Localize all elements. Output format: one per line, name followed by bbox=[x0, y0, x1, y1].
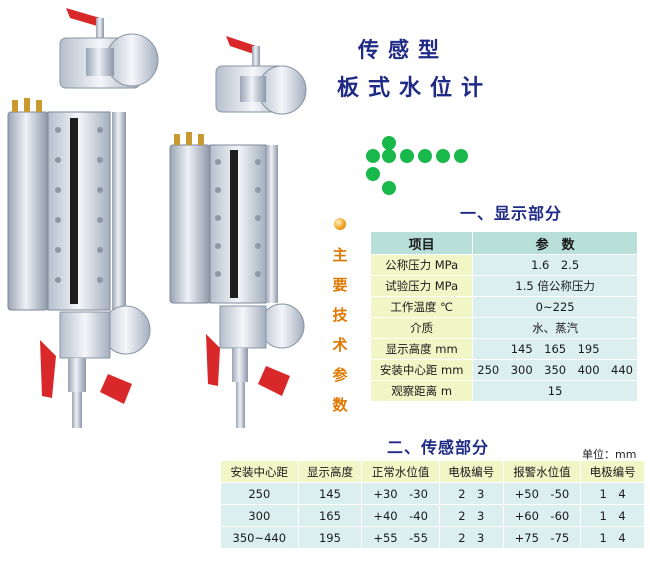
row-label: 工作温度 ℃ bbox=[369, 296, 474, 318]
table-row: 公称压力 MPa 1.6 2.5 bbox=[369, 254, 638, 276]
table-header-row: 项目 参 数 bbox=[369, 231, 638, 255]
table-row: 350~440 195 +55 -55 2 3 +75 -75 1 4 bbox=[220, 526, 645, 549]
product-illustration bbox=[7, 8, 307, 428]
table-row: 工作温度 ℃ 0~225 bbox=[369, 296, 638, 318]
row-label: 观察距离 m bbox=[369, 380, 474, 402]
row-label: 安装中心距 mm bbox=[369, 359, 474, 381]
row-label: 试验压力 MPa bbox=[369, 275, 474, 297]
section-display-title: 一、显示部分 bbox=[460, 204, 563, 223]
vertical-char: 数 bbox=[332, 396, 348, 414]
row-value: 250 300 350 400 440 bbox=[472, 359, 638, 381]
table-cell: 165 bbox=[297, 504, 363, 527]
table-cell: 2 3 bbox=[438, 526, 504, 549]
header-cell: 显示高度 bbox=[297, 460, 363, 483]
table-cell: 1 4 bbox=[580, 482, 645, 505]
table-cell: +40 -40 bbox=[361, 504, 440, 527]
display-spec-table: 项目 参 数 公称压力 MPa 1.6 2.5 试验压力 MPa 1.5 倍公称… bbox=[369, 231, 638, 402]
row-label: 显示高度 mm bbox=[369, 338, 474, 360]
bullet-icon bbox=[334, 218, 346, 230]
table-cell: +75 -75 bbox=[502, 526, 582, 549]
table-row: 300 165 +40 -40 2 3 +60 -60 1 4 bbox=[220, 504, 645, 527]
row-value: 145 165 195 bbox=[472, 338, 638, 360]
level-gauge-small bbox=[169, 36, 307, 428]
table-row: 介质 水、蒸汽 bbox=[369, 317, 638, 339]
vertical-label: 主 要 技 术 参 数 bbox=[326, 214, 354, 420]
table-cell: 195 bbox=[297, 526, 363, 549]
table-row: 显示高度 mm 145 165 195 bbox=[369, 338, 638, 360]
row-label: 公称压力 MPa bbox=[369, 254, 474, 276]
row-value: 1.6 2.5 bbox=[472, 254, 638, 276]
green-arrow-icon bbox=[366, 136, 468, 195]
header-item: 项目 bbox=[369, 231, 474, 255]
title-line-1: 传感型 bbox=[358, 38, 448, 62]
header-cell: 安装中心距 bbox=[220, 460, 299, 483]
table-row: 试验压力 MPa 1.5 倍公称压力 bbox=[369, 275, 638, 297]
vertical-char: 技 bbox=[332, 306, 348, 324]
vertical-char: 要 bbox=[332, 276, 348, 294]
table-cell: 2 3 bbox=[438, 504, 504, 527]
table-header-row: 安装中心距 显示高度 正常水位值 电极编号 报警水位值 电极编号 bbox=[220, 460, 645, 483]
header-cell: 电极编号 bbox=[438, 460, 504, 483]
table-cell: +30 -30 bbox=[361, 482, 440, 505]
table-cell: 350~440 bbox=[220, 526, 299, 549]
table-cell: 145 bbox=[297, 482, 363, 505]
header-cell: 正常水位值 bbox=[361, 460, 440, 483]
vertical-char: 主 bbox=[332, 246, 348, 264]
table-cell: +60 -60 bbox=[502, 504, 582, 527]
vertical-char: 参 bbox=[332, 366, 348, 384]
header-params: 参 数 bbox=[472, 231, 638, 255]
table-row: 安装中心距 mm 250 300 350 400 440 bbox=[369, 359, 638, 381]
table-cell: 1 4 bbox=[580, 504, 645, 527]
unit-label: 单位：mm bbox=[582, 448, 637, 461]
row-label: 介质 bbox=[369, 317, 474, 339]
table-cell: 250 bbox=[220, 482, 299, 505]
vertical-char: 术 bbox=[332, 336, 348, 354]
table-cell: +50 -50 bbox=[502, 482, 582, 505]
table-cell: 1 4 bbox=[580, 526, 645, 549]
row-value: 0~225 bbox=[472, 296, 638, 318]
row-value: 15 bbox=[472, 380, 638, 402]
title-line-2: 板式水位计 bbox=[337, 76, 493, 101]
section-sensor-title: 二、传感部分 bbox=[387, 438, 490, 457]
header-cell: 电极编号 bbox=[580, 460, 645, 483]
level-gauge-large bbox=[7, 8, 159, 428]
table-row: 250 145 +30 -30 2 3 +50 -50 1 4 bbox=[220, 482, 645, 505]
table-cell: 2 3 bbox=[438, 482, 504, 505]
table-cell: 300 bbox=[220, 504, 299, 527]
row-value: 1.5 倍公称压力 bbox=[472, 275, 638, 297]
header-cell: 报警水位值 bbox=[502, 460, 582, 483]
row-value: 水、蒸汽 bbox=[472, 317, 638, 339]
sensor-spec-table: 安装中心距 显示高度 正常水位值 电极编号 报警水位值 电极编号 250 145… bbox=[220, 460, 645, 549]
table-row: 观察距离 m 15 bbox=[369, 380, 638, 402]
table-cell: +55 -55 bbox=[361, 526, 440, 549]
